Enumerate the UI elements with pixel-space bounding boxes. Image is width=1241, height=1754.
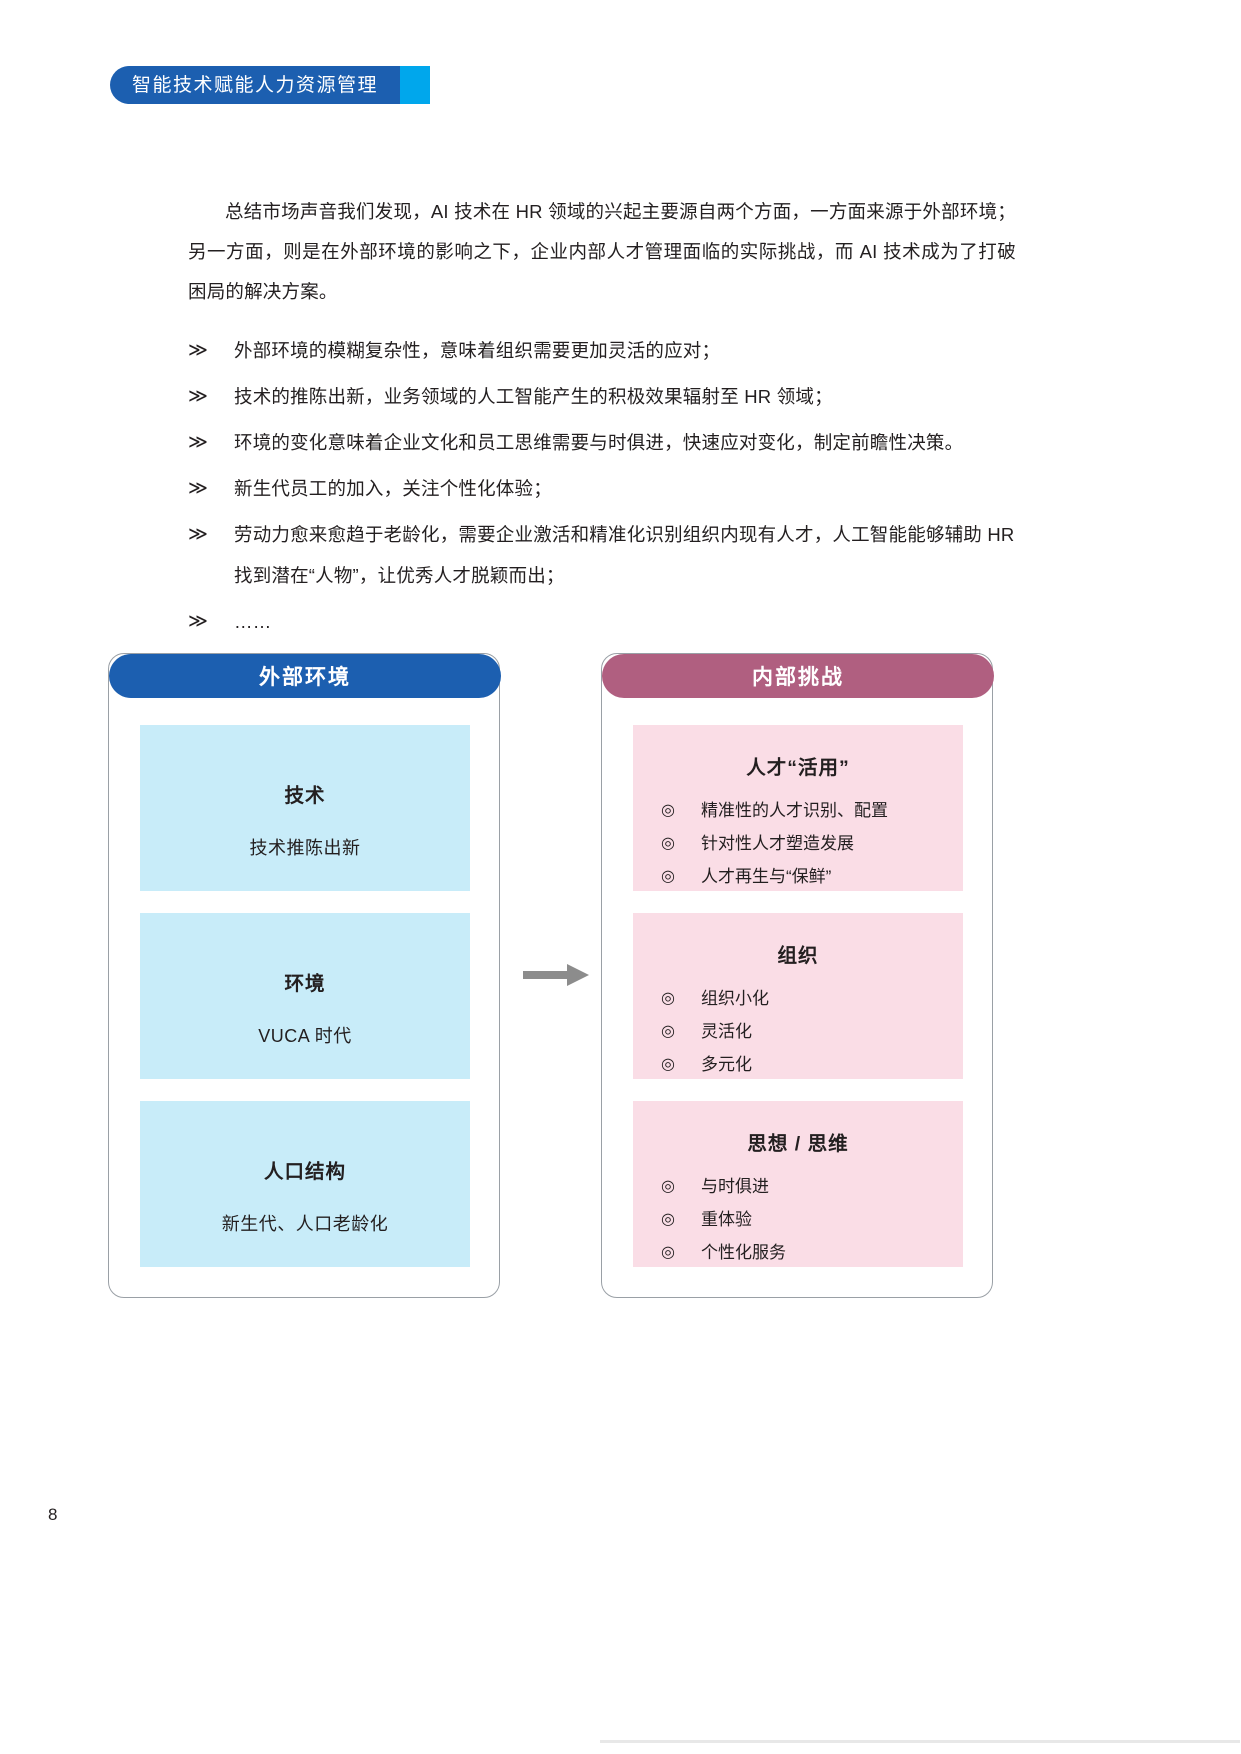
list-item: ≫ 环境的变化意味着企业文化和员工思维需要与时俱进，快速应对变化，制定前瞻性决策… bbox=[188, 422, 1016, 463]
card-list-item-text: 个性化服务 bbox=[701, 1243, 786, 1262]
card-title: 组织 bbox=[777, 945, 819, 967]
footer-rule bbox=[600, 1740, 1240, 1743]
card-list-item-text: 灵活化 bbox=[701, 1022, 752, 1041]
double-circle-icon: ◎ bbox=[661, 990, 675, 1007]
card-title: 技术 bbox=[284, 785, 326, 807]
card-list-item: ◎ 灵活化 bbox=[633, 1015, 963, 1048]
external-environment-column: 外部环境 技术 技术推陈出新 环境 VUCA 时代 人口结构 新生代、人口老龄化 bbox=[108, 653, 501, 1298]
internal-card-group: 人才“活用” ◎ 精准性的人才识别、配置 ◎ 针对性人才塑造发展 ◎ 人才再生与… bbox=[633, 725, 963, 1289]
card-title: 人口结构 bbox=[263, 1161, 346, 1183]
card-environment: 环境 VUCA 时代 bbox=[140, 913, 470, 1079]
page-header: 智能技术赋能人力资源管理 bbox=[110, 66, 431, 104]
card-list-item-text: 组织小化 bbox=[701, 989, 769, 1008]
card-list-item-text: 针对性人才塑造发展 bbox=[701, 834, 854, 853]
card-title: 环境 bbox=[284, 973, 326, 995]
card-list-item-text: 重体验 bbox=[701, 1210, 752, 1229]
list-item-text: 环境的变化意味着企业文化和员工思维需要与时俱进，快速应对变化，制定前瞻性决策。 bbox=[234, 432, 964, 453]
card-list-item-text: 精准性的人才识别、配置 bbox=[701, 801, 888, 820]
card-item-list: ◎ 与时俱进 ◎ 重体验 ◎ 个性化服务 bbox=[633, 1170, 963, 1269]
card-title: 人才“活用” bbox=[746, 757, 850, 779]
list-item: ≫ 技术的推陈出新，业务领域的人工智能产生的积极效果辐射至 HR 领域； bbox=[188, 376, 1016, 417]
comparison-diagram: 外部环境 技术 技术推陈出新 环境 VUCA 时代 人口结构 新生代、人口老龄化… bbox=[108, 645, 1133, 1305]
double-circle-icon: ◎ bbox=[661, 835, 675, 852]
card-list-item: ◎ 组织小化 bbox=[633, 982, 963, 1015]
card-list-item: ◎ 人才再生与“保鲜” bbox=[633, 860, 963, 893]
card-subtitle: 技术推陈出新 bbox=[249, 838, 361, 858]
article-content: 总结市场声音我们发现，AI 技术在 HR 领域的兴起主要源自两个方面，一方面来源… bbox=[188, 192, 1016, 647]
card-demographics: 人口结构 新生代、人口老龄化 bbox=[140, 1101, 470, 1267]
header-title-pill: 智能技术赋能人力资源管理 bbox=[110, 66, 401, 104]
card-list-item: ◎ 个性化服务 bbox=[633, 1236, 963, 1269]
card-list-item: ◎ 针对性人才塑造发展 bbox=[633, 827, 963, 860]
card-list-item: ◎ 重体验 bbox=[633, 1203, 963, 1236]
list-item: ≫ 新生代员工的加入，关注个性化体验； bbox=[188, 468, 1016, 509]
header-title: 智能技术赋能人力资源管理 bbox=[132, 74, 379, 96]
internal-challenge-column: 内部挑战 人才“活用” ◎ 精准性的人才识别、配置 ◎ 针对性人才塑造发展 ◎ bbox=[601, 653, 994, 1298]
card-list-item-text: 与时俱进 bbox=[701, 1177, 769, 1196]
double-circle-icon: ◎ bbox=[661, 1056, 675, 1073]
card-organization: 组织 ◎ 组织小化 ◎ 灵活化 ◎ 多元化 bbox=[633, 913, 963, 1079]
chevron-double-right-icon: ≫ bbox=[188, 340, 209, 361]
double-circle-icon: ◎ bbox=[661, 802, 675, 819]
card-subtitle: 新生代、人口老龄化 bbox=[221, 1214, 389, 1234]
list-item-text: 外部环境的模糊复杂性，意味着组织需要更加灵活的应对； bbox=[234, 340, 721, 361]
card-talent-activation: 人才“活用” ◎ 精准性的人才识别、配置 ◎ 针对性人才塑造发展 ◎ 人才再生与… bbox=[633, 725, 963, 891]
card-subtitle: VUCA 时代 bbox=[258, 1026, 352, 1046]
card-technology: 技术 技术推陈出新 bbox=[140, 725, 470, 891]
list-item: ≫ 外部环境的模糊复杂性，意味着组织需要更加灵活的应对； bbox=[188, 330, 1016, 371]
chevron-double-right-icon: ≫ bbox=[188, 432, 209, 453]
card-mindset: 思想 / 思维 ◎ 与时俱进 ◎ 重体验 ◎ 个性化服务 bbox=[633, 1101, 963, 1267]
arrow-right-icon bbox=[523, 964, 589, 986]
list-item-text: 技术的推陈出新，业务领域的人工智能产生的积极效果辐射至 HR 领域； bbox=[234, 386, 833, 407]
chevron-double-right-icon: ≫ bbox=[188, 478, 209, 499]
card-list-item-text: 人才再生与“保鲜” bbox=[701, 867, 832, 886]
card-title: 思想 / 思维 bbox=[747, 1133, 849, 1155]
double-circle-icon: ◎ bbox=[661, 1211, 675, 1228]
list-item-text: 新生代员工的加入，关注个性化体验； bbox=[234, 478, 552, 499]
card-list-item-text: 多元化 bbox=[701, 1055, 752, 1074]
card-item-list: ◎ 组织小化 ◎ 灵活化 ◎ 多元化 bbox=[633, 982, 963, 1081]
double-circle-icon: ◎ bbox=[661, 1178, 675, 1195]
column-header-external: 外部环境 bbox=[109, 654, 501, 698]
card-item-list: ◎ 精准性的人才识别、配置 ◎ 针对性人才塑造发展 ◎ 人才再生与“保鲜” bbox=[633, 794, 963, 893]
column-header-internal: 内部挑战 bbox=[602, 654, 994, 698]
chevron-double-right-icon: ≫ bbox=[188, 611, 209, 632]
column-header-internal-label: 内部挑战 bbox=[752, 666, 844, 689]
double-circle-icon: ◎ bbox=[661, 1244, 675, 1261]
card-list-item: ◎ 多元化 bbox=[633, 1048, 963, 1081]
list-item-text: 劳动力愈来愈趋于老龄化，需要企业激活和精准化识别组织内现有人才，人工智能能够辅助… bbox=[234, 524, 1015, 586]
bullet-list: ≫ 外部环境的模糊复杂性，意味着组织需要更加灵活的应对； ≫ 技术的推陈出新，业… bbox=[188, 330, 1016, 642]
external-card-group: 技术 技术推陈出新 环境 VUCA 时代 人口结构 新生代、人口老龄化 bbox=[140, 725, 470, 1289]
list-item-text: …… bbox=[234, 611, 272, 632]
list-item: ≫ …… bbox=[188, 601, 1016, 642]
card-list-item: ◎ 与时俱进 bbox=[633, 1170, 963, 1203]
double-circle-icon: ◎ bbox=[661, 868, 675, 885]
card-list-item: ◎ 精准性的人才识别、配置 bbox=[633, 794, 963, 827]
chevron-double-right-icon: ≫ bbox=[188, 386, 209, 407]
double-circle-icon: ◎ bbox=[661, 1023, 675, 1040]
page-number: 8 bbox=[48, 1505, 58, 1524]
chevron-double-right-icon: ≫ bbox=[188, 524, 209, 545]
header-accent-block bbox=[400, 66, 431, 104]
intro-paragraph: 总结市场声音我们发现，AI 技术在 HR 领域的兴起主要源自两个方面，一方面来源… bbox=[188, 201, 1016, 302]
list-item: ≫ 劳动力愈来愈趋于老龄化，需要企业激活和精准化识别组织内现有人才，人工智能能够… bbox=[188, 514, 1016, 596]
column-header-external-label: 外部环境 bbox=[259, 666, 351, 689]
